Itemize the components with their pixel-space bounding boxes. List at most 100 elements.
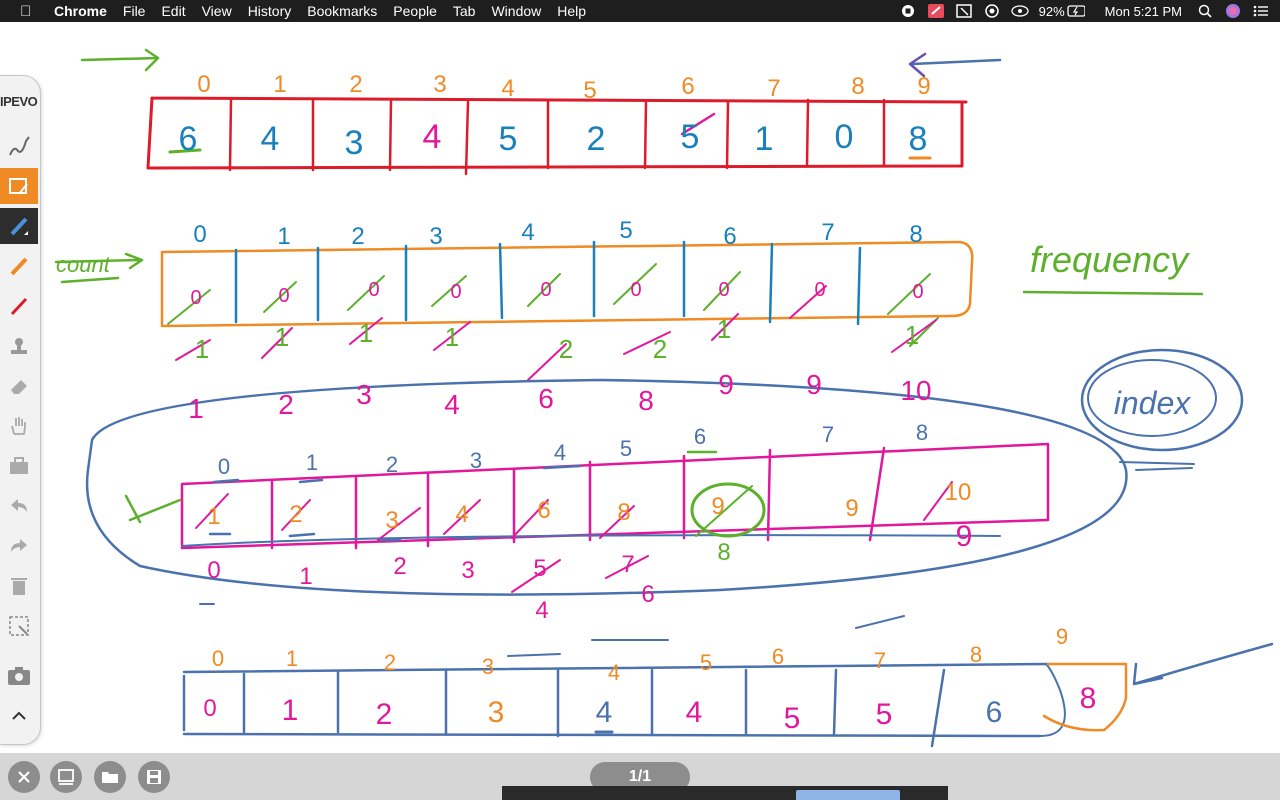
annotate-icon[interactable] — [927, 4, 945, 18]
row3-cell: 6 — [537, 497, 550, 524]
row1-dividers — [228, 98, 886, 176]
row3-index: 1 — [306, 450, 318, 475]
stamp-icon[interactable] — [0, 328, 38, 364]
row4-value: 5 — [876, 698, 893, 731]
highlighter-icon[interactable] — [0, 248, 38, 284]
trash-icon[interactable] — [0, 568, 38, 604]
row3-below-value: 2 — [393, 553, 406, 580]
spotlight-search-icon[interactable] — [1196, 4, 1214, 18]
index-label: index — [1114, 385, 1192, 421]
row2-index: 8 — [909, 221, 922, 248]
menu-help[interactable]: Help — [557, 3, 587, 19]
prefix-sum-value: 10 — [900, 375, 931, 406]
row4-value: 0 — [203, 695, 216, 722]
battery-icon[interactable] — [1067, 4, 1085, 18]
row3-cell: 9 — [711, 493, 724, 520]
capture-icon[interactable] — [0, 608, 38, 644]
row4-values: 0 1 2 3 4 4 5 5 6 8 — [203, 682, 1096, 735]
chevron-up-icon[interactable] — [0, 698, 38, 734]
row1-value: 5 — [681, 118, 700, 156]
row4-value: 5 — [784, 702, 801, 735]
row3-cells: 1 2 3 4 6 8 9 9 10 — [207, 479, 971, 534]
redo-icon[interactable] — [0, 528, 38, 564]
row2-below-value: 1 — [905, 320, 919, 350]
row1-index: 7 — [767, 75, 780, 102]
row2-cell: 0 — [718, 279, 729, 301]
menu-history[interactable]: History — [247, 3, 292, 19]
save-icon[interactable] — [138, 761, 170, 793]
siri-icon[interactable] — [1224, 4, 1242, 18]
row3-below: 0 1 2 3 5 7 6 4 — [207, 551, 654, 624]
hand-icon[interactable] — [0, 408, 38, 444]
row3-cell: 8 — [617, 499, 630, 526]
prefix-sum-value: 8 — [638, 385, 654, 416]
row2-below-value: 1 — [275, 322, 289, 352]
row2-below-value: 1 — [445, 322, 459, 352]
menu-edit[interactable]: Edit — [161, 3, 186, 19]
menu-app-name[interactable]: Chrome — [54, 3, 107, 19]
row3-index: 5 — [620, 436, 632, 461]
screenshot-tool-icon[interactable] — [955, 4, 973, 18]
row3-below-value: 1 — [299, 563, 312, 590]
row1-index: 8 — [851, 73, 864, 100]
apple-icon[interactable]:  — [20, 3, 38, 20]
eraser-icon[interactable] — [0, 368, 38, 404]
prefix-sum-value: 3 — [356, 379, 372, 410]
selection-icon[interactable] — [0, 168, 38, 204]
menubar-clock[interactable]: Mon 5:21 PM — [1104, 3, 1182, 19]
whiteboard-canvas[interactable]: 0 1 2 3 4 5 6 7 8 9 6 4 3 4 5 2 5 1 0 8 … — [0, 22, 1280, 753]
row3-below-value: 6 — [641, 581, 654, 608]
red-pen-icon[interactable] — [0, 288, 38, 324]
row4-value: 1 — [282, 694, 299, 727]
row1-index: 6 — [681, 73, 694, 100]
pen-icon[interactable] — [0, 128, 38, 164]
row2-index: 6 — [723, 223, 736, 250]
prefix-sum-value: 1 — [188, 393, 204, 424]
row2-cell: 0 — [630, 279, 641, 301]
row2-index: 7 — [821, 219, 834, 246]
row4-value: 4 — [596, 696, 613, 729]
menu-tab[interactable]: Tab — [452, 3, 476, 19]
row2-index: 0 — [193, 221, 206, 248]
row2-below-value: 1 — [717, 314, 731, 344]
row1-indices: 0 1 2 3 4 5 6 7 8 9 — [197, 71, 930, 104]
row1-value: 5 — [499, 120, 518, 158]
row1-index: 3 — [433, 71, 446, 98]
row4-index: 0 — [212, 646, 224, 671]
row2-cell: 0 — [814, 279, 825, 301]
row3-cell: 3 — [385, 507, 398, 534]
close-icon[interactable] — [8, 761, 40, 793]
menu-file[interactable]: File — [122, 3, 146, 19]
row4-value: 6 — [986, 696, 1003, 729]
row3-index: 7 — [822, 422, 834, 447]
menu-people[interactable]: People — [393, 3, 437, 19]
menu-bookmarks[interactable]: Bookmarks — [307, 3, 378, 19]
menu-window[interactable]: Window — [491, 3, 542, 19]
camera-icon[interactable] — [0, 658, 38, 694]
menu-view[interactable]: View — [201, 3, 232, 19]
row3-below-value: 4 — [535, 597, 548, 624]
eye-icon[interactable] — [1010, 4, 1029, 18]
row1-value: 4 — [423, 118, 442, 156]
row3-index: 4 — [554, 440, 566, 465]
ipevo-logo: IPEVO — [0, 94, 38, 109]
undo-icon[interactable] — [0, 488, 38, 524]
prefix-sum-value: 4 — [444, 389, 460, 420]
row3-underlines — [208, 464, 582, 542]
notification-center-icon[interactable] — [1252, 4, 1270, 18]
row2-indices: 0 1 2 3 4 5 6 7 8 — [193, 217, 922, 250]
dock-active-item[interactable] — [796, 790, 900, 800]
new-page-icon[interactable] — [50, 761, 82, 793]
row3-below-value: 5 — [533, 555, 546, 582]
camera-app-icon[interactable] — [983, 4, 1001, 18]
row1-index: 0 — [197, 71, 210, 98]
toolbox-icon[interactable] — [0, 448, 38, 484]
row1-value: 3 — [345, 124, 364, 162]
record-icon[interactable] — [899, 4, 917, 18]
row2-below-value: 2 — [653, 334, 667, 364]
row3-index: 0 — [218, 454, 230, 479]
row1-index: 1 — [273, 71, 286, 98]
blue-pen-icon[interactable] — [0, 208, 38, 244]
row4-index: 5 — [700, 650, 712, 675]
open-folder-icon[interactable] — [94, 761, 126, 793]
